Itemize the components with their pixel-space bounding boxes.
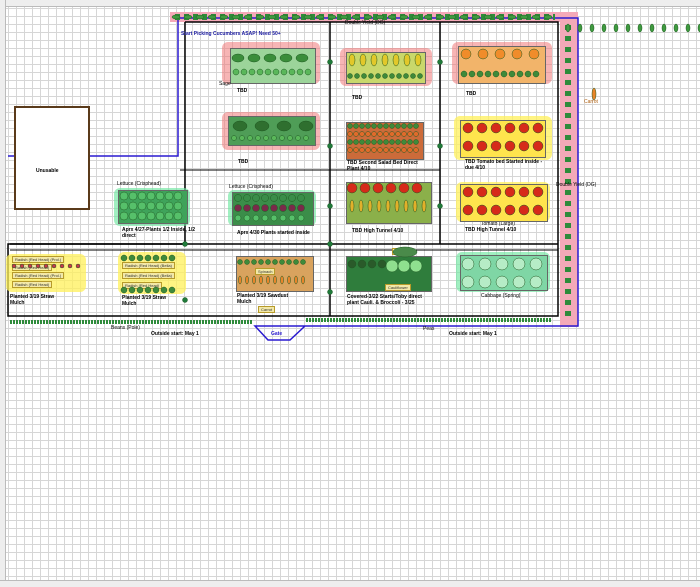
bed-r3c1-title: Lettuce (Crisphead) [117, 181, 161, 187]
outside-start-right: Outside start: May 1 [449, 331, 497, 337]
bed-r2c3-note: TBD Tomato bed Started inside -due 4/10 [465, 159, 543, 171]
peas-label: Peas [423, 326, 435, 332]
bed-r4c3-tag-1: Spinach [255, 268, 276, 275]
top-note: Start Picking Cucumbers ASAP! Need 50+ [181, 31, 281, 37]
bed-r3c2[interactable] [232, 192, 314, 226]
bed-r4c3-note: Planted 3/19 Sawdust Mulch [237, 293, 289, 305]
left-ruler [0, 0, 6, 586]
bed-r2c1[interactable] [228, 116, 316, 146]
bed-r3c3[interactable] [346, 182, 432, 224]
bed-r3c4[interactable] [460, 184, 548, 222]
gate-label: Gate [271, 331, 283, 337]
bed-r3c2-note: Aprx 4/30 Plants started inside [237, 230, 310, 236]
bed-r3c4-title: Tomato (Large) [481, 221, 515, 227]
right-fence-label: Double Yield (DG) [556, 182, 597, 188]
bed-r2c2-note: TBD Second Salad Bed Direct Plant 4/10 [347, 160, 418, 172]
bed-r2c3[interactable] [460, 120, 546, 158]
bed-r1c1-tag: Sage [219, 81, 231, 87]
bed-r4c4-note: Covered-3/22 Starts/Toby direct plant Ca… [347, 294, 422, 306]
bed-r4c2-note: Planted 3/19 Straw Mulch [122, 295, 167, 307]
bed-r2c2[interactable] [346, 122, 424, 160]
bed-r3c1[interactable] [118, 190, 188, 224]
bed-r4c2-tag-3: Radish (Red Head) [122, 282, 163, 289]
bed-r3c4-note: TBD High Tunnel 4/10 [465, 227, 517, 233]
bed-r4c2-tag-1: Radish (Red Head) (Bella) [122, 262, 175, 269]
bed-r1c2[interactable] [346, 52, 426, 84]
fence-label: Double Yield (DG) [345, 20, 386, 26]
bed-r4c1-tag-1: Radish (Red Head) (Prol.) [12, 256, 65, 263]
bed-r1c1-note: TBD [237, 88, 248, 94]
bed-r3c2-title: Lettuce (Crisphead) [229, 184, 273, 190]
bed-r4c4-tag-2: Cauliflower [385, 284, 411, 291]
bed-r4c2-tag-2: Radish (Red Head) (Bella) [122, 272, 175, 279]
bed-r4c1-tag-2: Radish (Red Head) [12, 264, 53, 271]
bed-r3c1-note: Aprx 4/27-Plants 1/2 Inside, 1/2 direct [122, 227, 196, 239]
unusable-label: Unusable [36, 168, 59, 174]
bed-r4c1-tag-3: Radish (Red Head) (Prol.) [12, 272, 65, 279]
bed-r3c3-note: TBD High Tunnel 4/10 [352, 228, 404, 234]
carrot-label: Carrot [584, 99, 598, 105]
bed-r4c3-tag-2: Carrot [258, 306, 276, 313]
beans-label: Beans (Pole) [111, 325, 140, 331]
bed-r2c1-note: TBD [238, 159, 249, 165]
bed-r4c5-title: Cabbage (Spring) [481, 293, 521, 299]
bed-r4c1-note: Planted 3/19 Straw Mulch [10, 294, 55, 306]
unusable-area [14, 106, 90, 210]
outside-start-left: Outside start: May 1 [151, 331, 199, 337]
bed-r1c3[interactable] [458, 46, 546, 84]
bed-r4c5[interactable] [460, 255, 548, 291]
bottom-ruler [0, 580, 700, 587]
blue-boundary [8, 17, 579, 341]
bed-r1c3-note: TBD [466, 91, 477, 97]
bed-r1c1[interactable] [230, 48, 316, 84]
bed-r4c1-tag-4: Radish (Red Head) [12, 281, 53, 288]
top-ruler [0, 0, 700, 7]
bed-r1c2-note: TBD [352, 95, 363, 101]
bed-r4c4-tag-1: Broccoli [392, 248, 413, 255]
